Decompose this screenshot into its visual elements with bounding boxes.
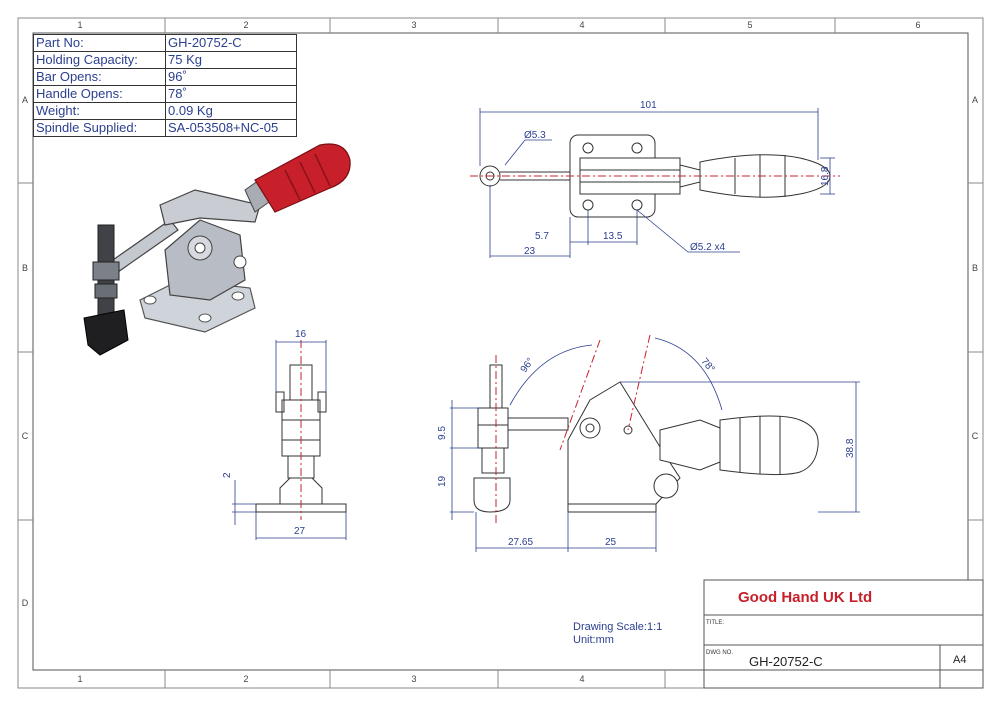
dim-side-base: 27 — [294, 526, 306, 537]
dim-top-height: 16.8 — [820, 166, 831, 186]
spec-table: Part No:GH-20752-C Holding Capacity:75 K… — [33, 34, 297, 137]
zone-col-3-bottom: 3 — [411, 674, 417, 684]
front-view-dims — [450, 337, 860, 552]
dim-overall-length: 101 — [640, 100, 657, 111]
zone-ticks — [18, 18, 983, 688]
dim-side-width: 16 — [295, 329, 307, 340]
dim-top-d1: 5.7 — [535, 231, 549, 242]
side-view — [255, 340, 347, 520]
zone-col-4-top: 4 — [579, 20, 585, 30]
side-view-dims — [232, 340, 347, 540]
dwg-number: GH-20752-C — [749, 654, 823, 669]
dim-front-h2: 19 — [437, 475, 448, 487]
spec-row: Part No:GH-20752-C — [33, 34, 297, 52]
zone-col-1-top: 1 — [77, 20, 83, 30]
spec-value: 0.09 Kg — [165, 102, 297, 120]
iso-clamp-illustration — [83, 143, 351, 356]
spec-row: Bar Opens:96˚ — [33, 68, 297, 86]
dim-mount-holes: Ø5.2 x4 — [690, 242, 726, 253]
spec-label: Handle Opens: — [33, 85, 166, 103]
dim-side-gap: 2 — [222, 472, 233, 478]
spec-label: Holding Capacity: — [33, 51, 166, 69]
zone-col-2-top: 2 — [243, 20, 249, 30]
spec-value: GH-20752-C — [165, 34, 297, 52]
sheet-size: A4 — [953, 654, 967, 666]
spec-row: Weight:0.09 Kg — [33, 102, 297, 120]
zone-row-a-left: A — [21, 95, 28, 105]
title-block — [703, 579, 984, 689]
company-name: Good Hand UK Ltd — [738, 589, 873, 606]
spec-label: Weight: — [33, 102, 166, 120]
spec-row: Handle Opens:78˚ — [33, 85, 297, 103]
dim-front-h3: 38.8 — [845, 438, 856, 458]
spec-value: 75 Kg — [165, 51, 297, 69]
spec-row: Spindle Supplied:SA-053508+NC-05 — [33, 119, 297, 137]
spec-value: SA-053508+NC-05 — [165, 119, 297, 137]
spec-label: Spindle Supplied: — [33, 119, 166, 137]
zone-col-2-bottom: 2 — [243, 674, 249, 684]
top-view — [470, 134, 840, 218]
zone-col-1-bottom: 1 — [77, 674, 83, 684]
dim-front-h1: 9.5 — [437, 426, 448, 440]
drawing-unit: Unit:mm — [573, 634, 614, 646]
spec-value: 78˚ — [165, 85, 297, 103]
zone-col-4-bottom: 4 — [579, 674, 585, 684]
zone-col-3-top: 3 — [411, 20, 417, 30]
zone-row-c-left: C — [21, 431, 29, 441]
zone-col-6-top: 6 — [915, 20, 921, 30]
spec-value: 96˚ — [165, 68, 297, 86]
dwg-number-label: DWG NO. — [706, 650, 733, 656]
zone-row-a-right: A — [971, 95, 978, 105]
title-label: TITLE: — [706, 620, 725, 626]
zone-col-5-top: 5 — [747, 20, 753, 30]
zone-row-c-right: C — [971, 431, 979, 441]
dim-front-d2: 25 — [605, 537, 617, 548]
spec-label: Bar Opens: — [33, 68, 166, 86]
dim-front-d1: 27.65 — [508, 537, 534, 548]
zone-row-b-right: B — [971, 263, 978, 273]
dim-top-d2: 13.5 — [603, 231, 623, 242]
spec-row: Holding Capacity:75 Kg — [33, 51, 297, 69]
top-view-dims — [479, 108, 835, 258]
front-view — [473, 334, 819, 525]
zone-row-d-left: D — [21, 598, 29, 608]
outer-border — [17, 17, 984, 689]
dim-eye-hole: Ø5.3 — [524, 130, 546, 141]
drawing-scale: Drawing Scale:1:1 — [573, 621, 663, 633]
dim-top-d3: 23 — [524, 246, 536, 257]
spec-label: Part No: — [33, 34, 166, 52]
zone-row-b-left: B — [21, 263, 28, 273]
